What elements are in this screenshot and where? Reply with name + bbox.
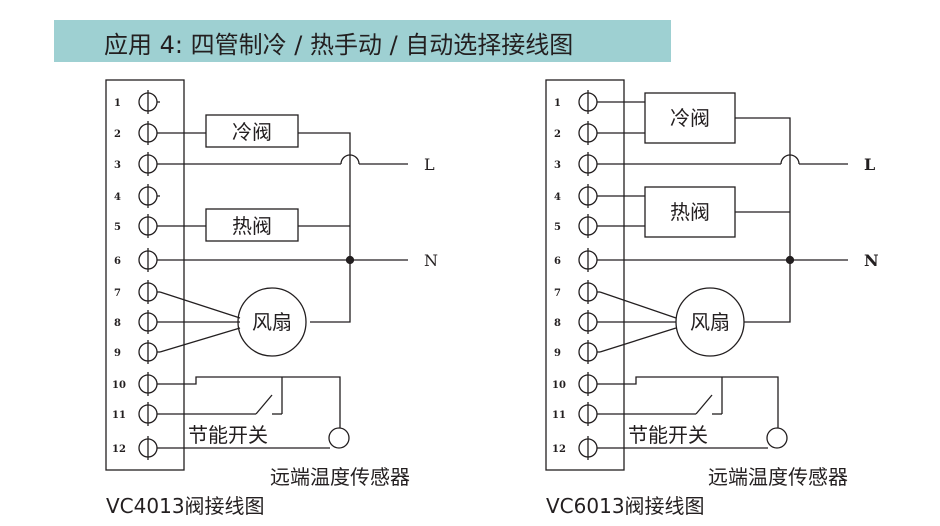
terminal-number: 2	[114, 129, 121, 140]
cold-valve-box	[644, 92, 736, 144]
terminal-number: 11	[112, 410, 126, 421]
terminal-number: 4	[554, 192, 561, 203]
diagram-vc6013	[545, 79, 848, 471]
terminal-number: 3	[114, 160, 121, 171]
terminal-number: 7	[554, 288, 561, 299]
title-bar	[54, 20, 671, 62]
line-l-label: L	[864, 155, 875, 174]
terminal-block	[105, 79, 185, 471]
terminal-screws	[138, 90, 160, 460]
wires	[599, 101, 848, 449]
remote-sensor	[328, 427, 350, 449]
terminal-number: 9	[114, 348, 121, 359]
line-n-label: N	[424, 251, 438, 270]
sensor-label: 远端温度传感器	[270, 465, 410, 489]
diagram-caption: VC6013阀接线图	[546, 494, 705, 518]
terminal-numbers-right: 1 2 3 4 5 6 7 8 9 10 11 12	[552, 98, 566, 455]
hot-valve-label: 热阀	[232, 214, 272, 238]
terminal-number: 3	[554, 160, 561, 171]
terminal-number: 2	[554, 129, 561, 140]
junction-dot	[785, 255, 795, 265]
cold-valve-label: 冷阀	[670, 106, 710, 130]
hot-valve-box	[644, 186, 736, 238]
fan-motor	[675, 287, 745, 357]
terminal-number: 11	[552, 410, 566, 421]
terminal-number: 10	[552, 380, 566, 391]
page-title: 应用 4: 四管制冷 / 热手动 / 自动选择接线图	[104, 31, 574, 59]
terminal-numbers-left: 1 2 3 4 5 6 7 8 9 10 11 12	[112, 98, 126, 455]
terminal-number: 1	[114, 98, 121, 109]
terminal-block	[545, 79, 625, 471]
junction-dot	[345, 255, 355, 265]
terminal-number: 5	[114, 222, 121, 233]
diagram-vc4013	[105, 79, 408, 471]
terminal-number: 6	[554, 256, 561, 267]
fan-motor	[237, 287, 307, 357]
terminal-number: 12	[112, 444, 126, 455]
terminal-number: 8	[114, 318, 121, 329]
fan-label: 风扇	[690, 310, 730, 334]
terminal-number: 7	[114, 288, 121, 299]
line-n-label: N	[864, 251, 879, 270]
terminal-number: 1	[554, 98, 561, 109]
terminal-number: 6	[114, 256, 121, 267]
terminal-number: 8	[554, 318, 561, 329]
cold-valve-label: 冷阀	[232, 120, 272, 144]
hot-valve-label: 热阀	[670, 200, 710, 224]
terminal-number: 9	[554, 348, 561, 359]
diagram-caption: VC4013阀接线图	[106, 494, 265, 518]
switch-label: 节能开关	[628, 423, 708, 447]
wires	[159, 132, 408, 449]
line-l-label: L	[424, 155, 435, 174]
cold-valve-box	[205, 114, 299, 148]
terminal-screws	[578, 90, 600, 460]
fan-label: 风扇	[252, 310, 292, 334]
terminal-number: 4	[114, 192, 121, 203]
hot-valve-box	[205, 208, 299, 242]
terminal-number: 10	[112, 380, 126, 391]
terminal-number: 12	[552, 444, 566, 455]
switch-label: 节能开关	[188, 423, 268, 447]
sensor-label: 远端温度传感器	[708, 465, 848, 489]
remote-sensor	[766, 427, 788, 449]
terminal-number: 5	[554, 222, 561, 233]
